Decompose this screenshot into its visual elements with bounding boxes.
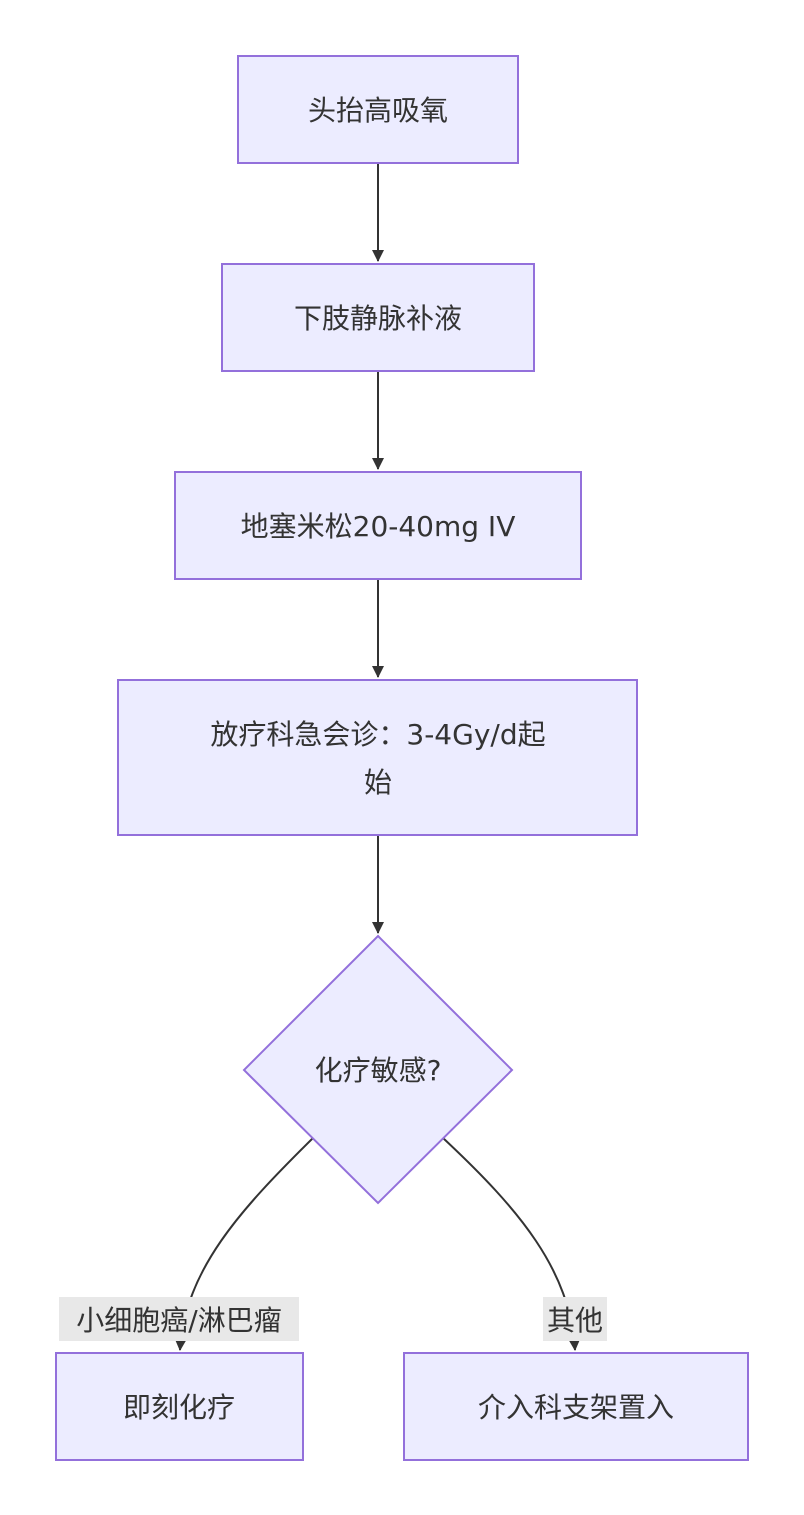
node-dexamethasone: 地塞米松20-40mg IV <box>174 471 582 580</box>
node-radiotherapy-consult: 放疗科急会诊：3-4Gy/d起 始 <box>117 679 638 836</box>
edge-label-other: 其他 <box>543 1297 607 1341</box>
node-radiotherapy-label-line2: 始 <box>364 766 392 799</box>
node-iv-fluids: 下肢静脉补液 <box>221 263 535 372</box>
node-radiotherapy-label-line1: 放疗科急会诊：3-4Gy/d起 <box>210 718 545 751</box>
node-head-up-oxygen-label: 头抬高吸氧 <box>308 94 448 127</box>
node-head-up-oxygen: 头抬高吸氧 <box>237 55 519 164</box>
edge-label-small-cell: 小细胞癌/淋巴瘤 <box>59 1297 299 1341</box>
edge-label-small-cell-text: 小细胞癌/淋巴瘤 <box>76 1304 281 1337</box>
node-immediate-chemo-label: 即刻化疗 <box>123 1391 235 1424</box>
node-stent: 介入科支架置入 <box>403 1352 749 1461</box>
node-stent-label: 介入科支架置入 <box>478 1391 674 1424</box>
decision-chemo-sensitive: 化疗敏感? <box>242 934 514 1205</box>
decision-chemo-sensitive-label: 化疗敏感? <box>315 1054 442 1087</box>
node-dexamethasone-label: 地塞米松20-40mg IV <box>241 510 516 543</box>
node-iv-fluids-label: 下肢静脉补液 <box>294 302 462 335</box>
node-immediate-chemo: 即刻化疗 <box>55 1352 304 1461</box>
edge-label-other-text: 其他 <box>547 1304 603 1337</box>
